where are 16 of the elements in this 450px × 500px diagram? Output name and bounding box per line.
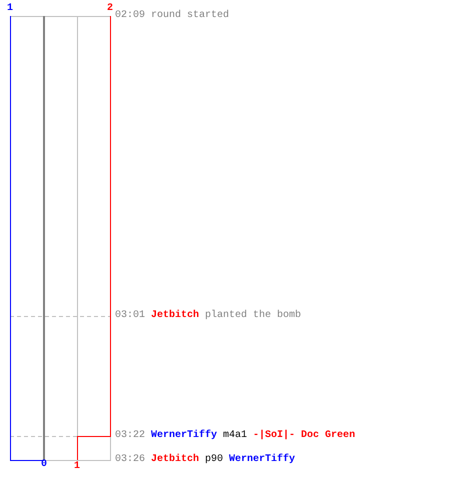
player-name: WernerTiffy: [229, 454, 296, 466]
weapon-name: p90: [205, 454, 224, 466]
weapon-name: m4a1: [223, 430, 248, 442]
axis-number: 1: [74, 462, 80, 472]
axis-number: 1: [7, 4, 13, 14]
player-name: Jetbitch: [151, 310, 200, 322]
player-name: -|SoI|- Doc Green: [253, 430, 356, 442]
timestamp: 03:01: [115, 310, 146, 322]
player-name: WernerTiffy: [151, 430, 218, 442]
timestamp: 02:09: [115, 10, 146, 22]
event-text: round started: [151, 10, 230, 22]
player-name: Jetbitch: [151, 454, 200, 466]
timestamp: 03:26: [115, 454, 146, 466]
timestamp: 03:22: [115, 430, 146, 442]
event-text: planted the bomb: [205, 310, 302, 322]
axis-number: 2: [107, 4, 113, 14]
